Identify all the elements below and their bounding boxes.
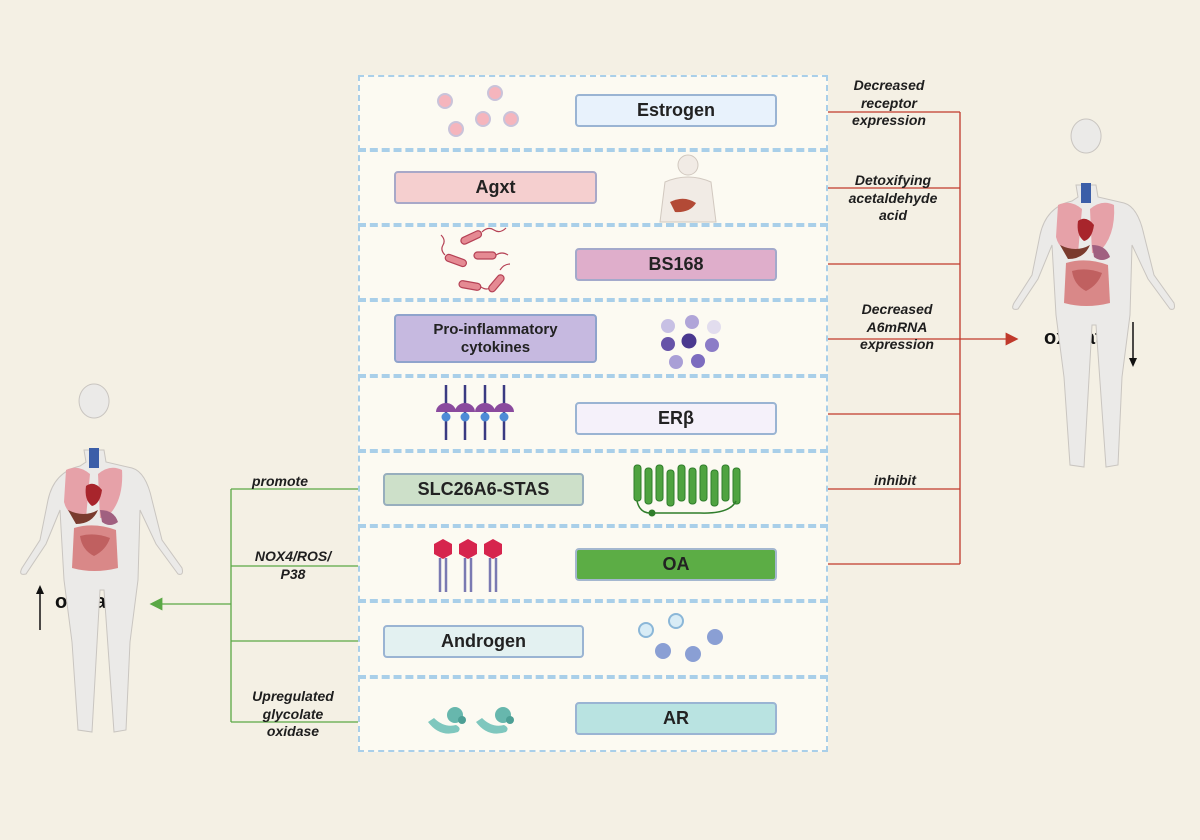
row-divider	[358, 374, 828, 378]
row-divider	[358, 675, 828, 679]
label-oa: OA	[575, 548, 777, 581]
annotation-detoxifying-acetaldehyde-acid: Detoxifying acetaldehyde acid	[848, 172, 938, 223]
label-agxt: Agxt	[394, 171, 597, 204]
row-divider	[358, 148, 828, 152]
annotation-promote: promote	[252, 473, 308, 489]
row-divider	[358, 449, 828, 453]
row-divider	[358, 524, 828, 528]
annotation-inhibit: inhibit	[874, 472, 916, 488]
label-androgen: Androgen	[383, 625, 584, 658]
label-ar: AR	[575, 702, 777, 735]
right-oxalate-label: oxalate	[1044, 327, 1113, 349]
label-estrogen: Estrogen	[575, 94, 777, 127]
annotation-upregulated-glycolate-oxidase: Upregulated glycolate oxidase	[252, 688, 334, 739]
annotation-decreased-receptor-expression: Decreased receptor expression	[852, 77, 926, 128]
row-divider	[358, 298, 828, 302]
up-arrow-icon	[36, 585, 44, 630]
annotation-decreased-a6mrna-expression: Decreased A6mRNA expression	[860, 301, 934, 352]
annotation-nox4-ros-p38: NOX4/ROS/ P38	[254, 548, 332, 582]
down-arrow-icon	[1129, 322, 1137, 367]
row-divider	[358, 223, 828, 227]
label-slc26a6-stas: SLC26A6-STAS	[383, 473, 584, 506]
human-body-organs-icon	[1012, 118, 1175, 468]
label-bs168: BS168	[575, 248, 777, 281]
label-erb: ERβ	[575, 402, 777, 435]
row-divider	[358, 599, 828, 603]
left-oxalate-label: oxalate	[55, 591, 124, 613]
label-pro-inflammatory-cytokines: Pro-inflammatory cytokines	[394, 314, 597, 363]
human-body-organs-icon	[20, 383, 183, 733]
